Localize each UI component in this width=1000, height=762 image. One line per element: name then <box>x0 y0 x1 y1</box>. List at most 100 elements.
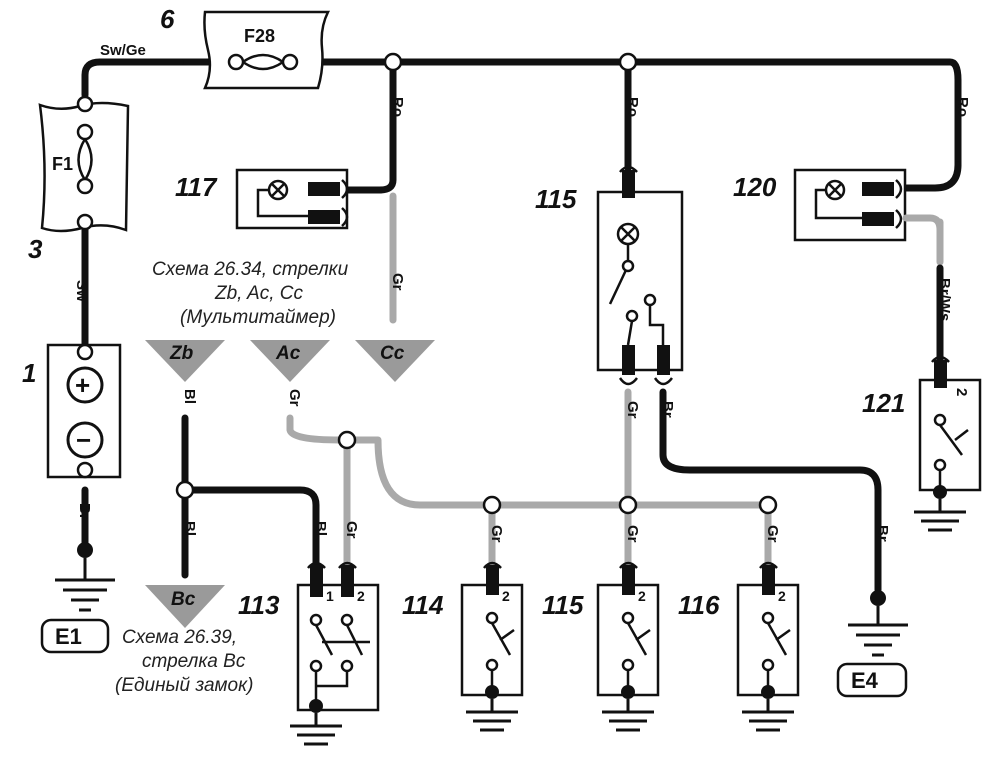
wire-brws-corner <box>902 214 944 234</box>
wire-bl-113 <box>181 486 320 569</box>
gray-wires <box>286 192 944 574</box>
switch-115-contact3 <box>625 309 639 323</box>
wire-label-br-115: Br <box>659 401 676 418</box>
fuse-f28-element <box>242 53 284 71</box>
wire-label-gr-116: Gr <box>764 525 781 543</box>
switch-116-contact-top <box>761 611 775 625</box>
note-26-39-line1: Схема 26.39, <box>122 627 237 648</box>
switch-114-ground-dot <box>485 685 499 699</box>
wire-gr-ac-bus <box>286 414 772 509</box>
light-117-pin-bottom <box>308 210 340 224</box>
switch-121-contact-bottom <box>933 458 947 472</box>
lamp-120-cross <box>828 183 842 197</box>
wire-label-br-e4: Br <box>874 525 891 542</box>
wire-label-gr-115b: Gr <box>624 525 641 543</box>
switch-114-ground-icon <box>466 699 518 732</box>
wire-label-ro-117: Ro <box>389 97 406 117</box>
switch-116-pin-label: 2 <box>778 588 786 604</box>
switch-115b-lever <box>626 622 651 656</box>
switch-113-levers <box>314 624 370 656</box>
lamp-115-cross <box>620 226 636 242</box>
switch-115-box <box>596 190 684 372</box>
switch-116: 2 116 <box>678 561 800 732</box>
ground-e4-icon <box>848 606 908 657</box>
note-26-39-line2: стрелка Bc <box>142 651 246 672</box>
ground-e1-box <box>40 618 110 654</box>
fuse-box-f28-outline <box>203 10 331 90</box>
connector-cc[interactable]: Cc <box>355 340 435 382</box>
switch-115-bottom: 2 115 <box>542 561 660 732</box>
battery-number: 1 <box>22 358 36 388</box>
wire-label-sw: Sw <box>73 280 90 302</box>
switch-115-top-number: 115 <box>535 184 577 214</box>
switch-116-number: 116 <box>678 590 720 620</box>
fuse-box-f28: F28 6 <box>160 4 331 90</box>
wire-label-bl-113: Bl <box>312 521 329 536</box>
switch-113-pin-label-1: 1 <box>326 588 334 604</box>
light-117-number: 117 <box>175 172 218 202</box>
switch-115b-contact-top <box>621 611 635 625</box>
connector-ac[interactable]: Ac <box>250 340 330 382</box>
switch-114-plug <box>483 561 502 569</box>
switch-114-pin-label: 2 <box>502 588 510 604</box>
wire-label-br-ws: Br/Ws <box>936 278 953 321</box>
gr-node-115 <box>618 495 638 515</box>
wire-ro-117 <box>344 64 397 194</box>
connector-zb[interactable]: Zb <box>145 340 225 382</box>
switch-114: 2 114 <box>402 561 524 732</box>
switch-113: 1 2 113 <box>238 561 380 746</box>
switch-114-lever <box>490 622 515 656</box>
ground-e1-label: E1 <box>55 624 82 649</box>
switch-116-pin <box>762 565 775 595</box>
wire-label-sw-ge: Sw/Ge <box>100 42 146 59</box>
wire-label-gr-ac: Gr <box>286 389 303 407</box>
battery-plus-icon <box>66 366 104 404</box>
switch-113-contact-c <box>309 659 323 673</box>
switch-116-ground-icon <box>742 699 794 732</box>
connector-ac-arrow <box>250 340 330 382</box>
switch-113-pin-1 <box>310 565 323 597</box>
connector-bc-label: Bc <box>171 589 196 610</box>
gr-node-116 <box>758 495 778 515</box>
switch-113-plugs <box>307 561 357 569</box>
wire-label-bl-zb: Bl <box>181 389 198 404</box>
ground-e4: E4 <box>836 590 908 698</box>
switch-116-ground-dot <box>761 685 775 699</box>
switch-115-contact2 <box>643 293 657 307</box>
light-117-internal-wire <box>256 188 312 218</box>
switch-114-number: 114 <box>402 590 444 620</box>
fuse-f28-node-right <box>281 53 299 71</box>
switch-121-pin-2: 2 <box>953 388 970 396</box>
lamp-117-cross <box>271 183 285 197</box>
battery-node-top <box>76 343 94 361</box>
connector-bc[interactable]: Bc <box>145 585 225 628</box>
fuse-f1-label: F1 <box>52 154 73 174</box>
switch-121: 2 121 <box>862 355 982 532</box>
wire-sw-ge <box>81 58 184 99</box>
wire-ro-main <box>176 58 962 169</box>
switch-115-pin-right <box>657 345 670 375</box>
switch-115-lever <box>608 269 628 305</box>
light-120-number: 120 <box>733 172 777 202</box>
switch-115-plug-top <box>619 165 638 173</box>
ground-e4-box <box>836 662 908 698</box>
wire-label-gr-115: Gr <box>624 401 641 419</box>
switch-113-pin-label-2: 2 <box>357 588 365 604</box>
connector-zb-label: Zb <box>169 343 194 364</box>
wire-br-e4 <box>659 388 882 594</box>
switch-113-pin-2 <box>341 565 354 597</box>
wire-label-gr-117: Gr <box>389 273 406 291</box>
switch-121-ground-dot <box>933 485 947 499</box>
connector-bc-arrow <box>145 585 225 628</box>
fuse-f28-label: F28 <box>244 26 275 46</box>
light-117-plugs <box>341 179 349 227</box>
switch-115b-pin <box>622 565 635 595</box>
light-120-pin-top <box>862 182 894 196</box>
ground-e4-dot <box>870 590 886 606</box>
connector-zb-arrow <box>145 340 225 382</box>
fuse-f28-node-left <box>227 53 245 71</box>
gr-node-114 <box>482 495 502 515</box>
battery-node-bottom <box>76 461 94 479</box>
switch-113-contact-d <box>340 659 354 673</box>
